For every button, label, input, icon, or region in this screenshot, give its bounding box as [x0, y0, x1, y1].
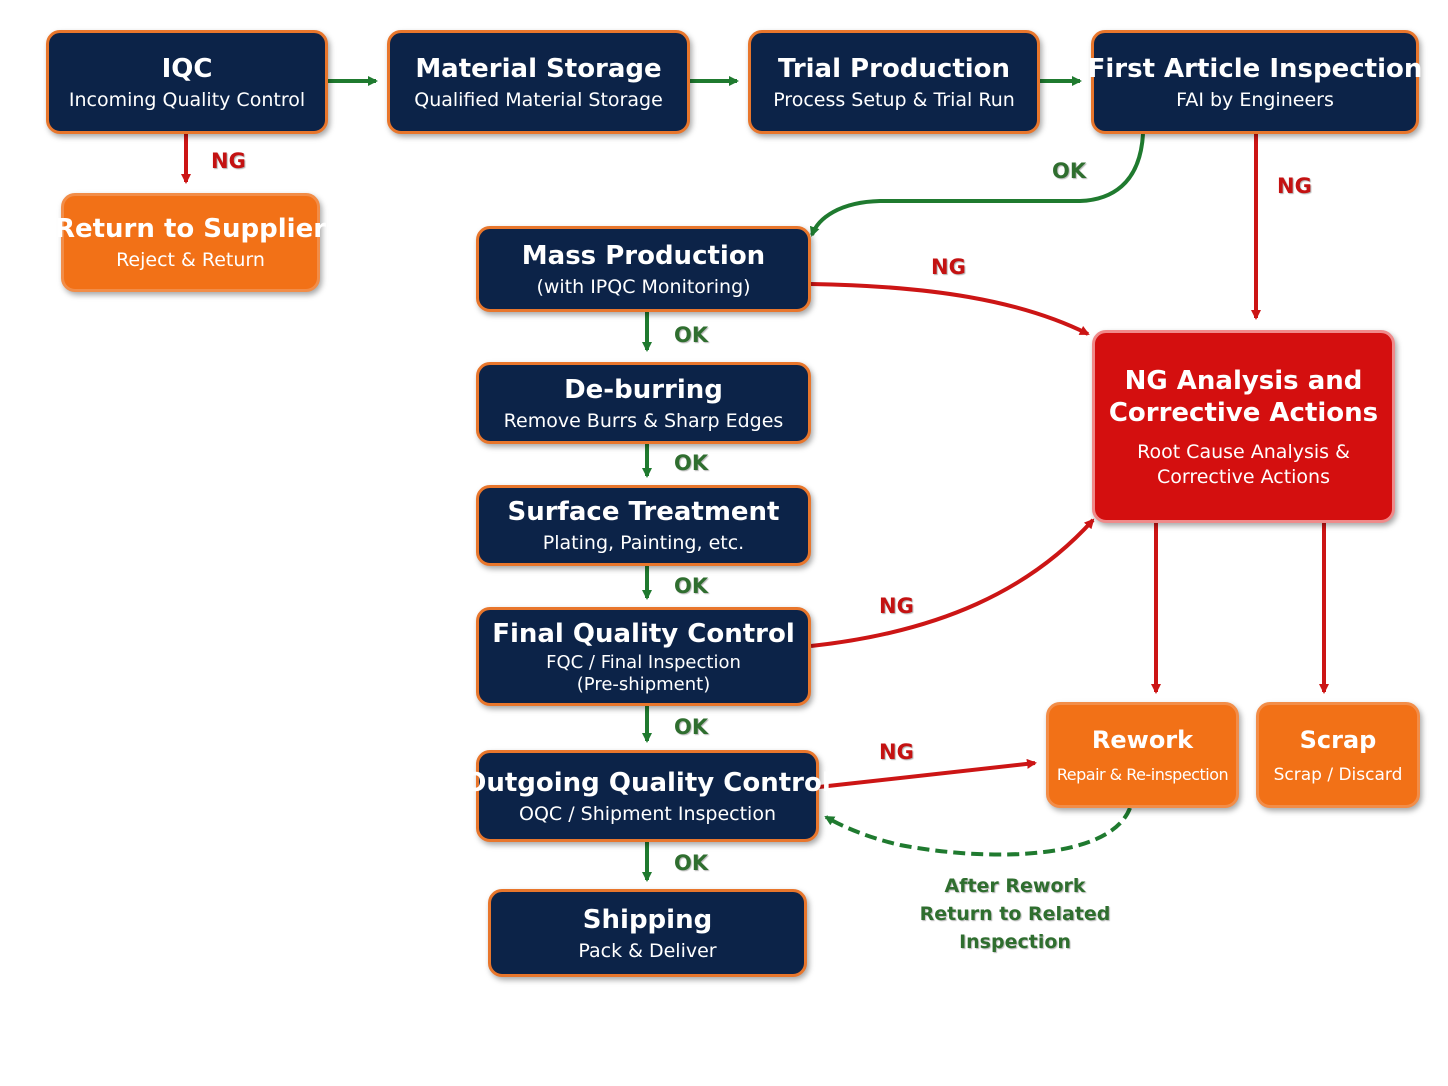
shipping-subtitle: Pack & Deliver [578, 939, 717, 962]
fai-title: First Article Inspection [1087, 53, 1423, 84]
trial-production-node: Trial Production Process Setup & Trial R… [748, 30, 1040, 134]
ng-analysis-subtitle-line1: Root Cause Analysis & [1137, 440, 1350, 463]
ok-label-surface: OK [674, 574, 709, 598]
return-supplier-subtitle: Reject & Return [116, 249, 265, 271]
scrap-subtitle: Scrap / Discard [1273, 765, 1403, 785]
scrap-title: Scrap [1299, 726, 1377, 754]
ng-label-fqc: NG [879, 594, 914, 618]
after-rework-note: After Rework Return to Related Inspectio… [905, 872, 1125, 956]
ng-label-fai: NG [1277, 174, 1312, 198]
ok-label-fqc: OK [674, 715, 709, 739]
after-rework-line3: Inspection [959, 931, 1071, 953]
material-storage-title: Material Storage [415, 53, 662, 84]
after-rework-line1: After Rework [944, 875, 1086, 897]
mass-production-subtitle: (with IPQC Monitoring) [536, 275, 751, 298]
oqc-node: Outgoing Quality Control OQC / Shipment … [464, 750, 831, 842]
scrap-node: Scrap Scrap / Discard [1256, 702, 1420, 808]
surface-treatment-title: Surface Treatment [507, 497, 780, 527]
ok-label-fai: OK [1052, 159, 1087, 183]
arrow-oqc-to-rework [818, 758, 1037, 789]
after-rework-line2: Return to Related [919, 903, 1111, 925]
iqc-node: IQC Incoming Quality Control [46, 30, 328, 134]
ng-analysis-node: NG Analysis and Corrective Actions Root … [1092, 330, 1395, 523]
arrow-mass-to-ng [810, 282, 1090, 336]
return-supplier-node: Return to Supplier Reject & Return [55, 193, 326, 292]
rework-title: Rework [1091, 726, 1194, 754]
mass-production-node: Mass Production (with IPQC Monitoring) [476, 226, 811, 312]
rework-subtitle: Repair & Re-inspection [1056, 765, 1229, 784]
deburring-title: De-burring [564, 374, 723, 405]
ng-analysis-title-line1: NG Analysis and [1124, 365, 1363, 396]
ok-label-deburr: OK [674, 451, 709, 475]
iqc-subtitle: Incoming Quality Control [68, 88, 306, 111]
ng-analysis-subtitle-line2: Corrective Actions [1156, 465, 1330, 488]
deburring-node: De-burring Remove Burrs & Sharp Edges [476, 362, 811, 444]
arrow-rework-return [824, 807, 1132, 857]
trial-production-subtitle: Process Setup & Trial Run [773, 88, 1015, 111]
trial-production-title: Trial Production [777, 53, 1011, 84]
fai-node: First Article Inspection FAI by Engineer… [1088, 30, 1422, 134]
material-storage-node: Material Storage Qualified Material Stor… [387, 30, 690, 134]
oqc-title: Outgoing Quality Control [464, 767, 831, 798]
iqc-title: IQC [161, 53, 213, 84]
arrow-fqc-to-ng [810, 518, 1095, 648]
surface-treatment-subtitle: Plating, Painting, etc. [542, 532, 745, 554]
ok-label-oqc: OK [674, 851, 709, 875]
shipping-node: Shipping Pack & Deliver [488, 889, 807, 977]
ng-label-iqc: NG [211, 149, 246, 173]
rework-node: Rework Repair & Re-inspection [1046, 702, 1239, 808]
deburring-subtitle: Remove Burrs & Sharp Edges [503, 409, 784, 432]
fqc-node: Final Quality Control FQC / Final Inspec… [476, 607, 811, 706]
ng-analysis-title-line2: Corrective Actions [1108, 397, 1379, 428]
fai-subtitle: FAI by Engineers [1176, 88, 1334, 111]
fqc-title: Final Quality Control [492, 618, 795, 649]
surface-treatment-node: Surface Treatment Plating, Painting, etc… [476, 485, 811, 566]
shipping-title: Shipping [582, 904, 713, 935]
material-storage-subtitle: Qualified Material Storage [414, 88, 663, 111]
ng-label-mass: NG [931, 255, 966, 279]
fqc-subtitle-line2: (Pre-shipment) [576, 673, 711, 695]
ok-label-mass: OK [674, 323, 709, 347]
mass-production-title: Mass Production [521, 240, 766, 271]
arrow-fai-to-mass [809, 133, 1145, 237]
ng-label-oqc: NG [879, 740, 914, 764]
oqc-subtitle: OQC / Shipment Inspection [519, 802, 776, 825]
fqc-subtitle-line1: FQC / Final Inspection [546, 651, 741, 673]
return-supplier-title: Return to Supplier [54, 214, 327, 244]
